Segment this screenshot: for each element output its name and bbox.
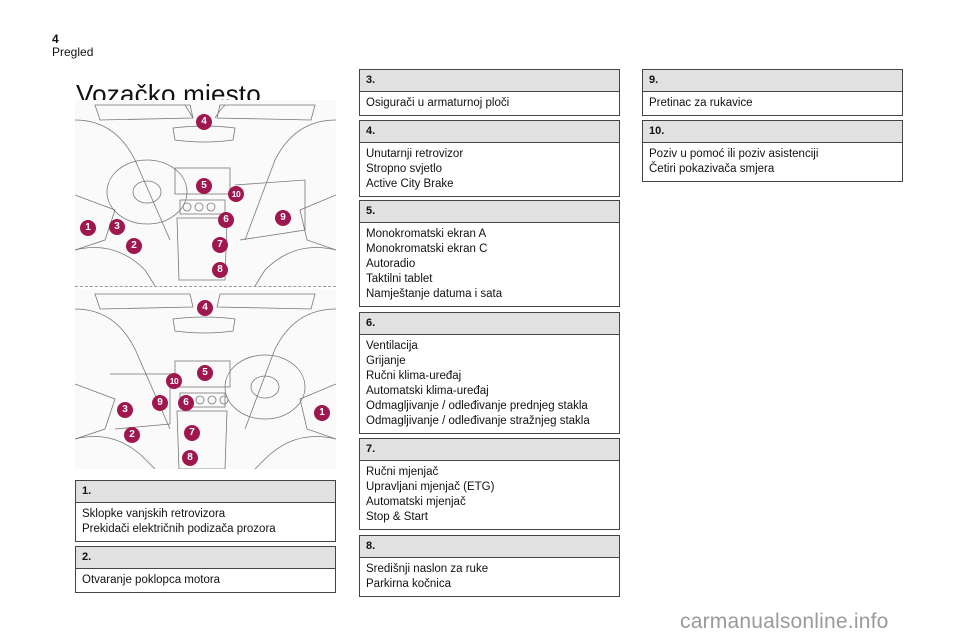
legend-number: 9.	[643, 70, 902, 92]
legend-item: Odmagljivanje / odleđivanje prednjeg sta…	[366, 400, 588, 412]
marker-1: 1	[80, 220, 96, 236]
legend-box-7: 7. Ručni mjenjač Upravljani mjenjač (ETG…	[359, 438, 620, 530]
legend-item: Taktilni tablet	[366, 273, 433, 285]
legend-item: Poziv u pomoć ili poziv asistenciji	[649, 148, 819, 160]
marker-9: 9	[152, 395, 168, 411]
section-label: Pregled	[52, 45, 94, 59]
legend-number: 7.	[360, 439, 619, 461]
rhd-cockpit-drawing	[75, 293, 336, 469]
legend-item: Automatski klima-uređaj	[366, 385, 489, 397]
marker-5: 5	[197, 365, 213, 381]
legend-item: Pretinac za rukavice	[649, 97, 753, 109]
marker-5: 5	[196, 178, 212, 194]
legend-item: Unutarnji retrovizor	[366, 148, 464, 160]
marker-4: 4	[197, 300, 213, 316]
legend-number: 1.	[76, 481, 335, 503]
marker-2: 2	[124, 427, 140, 443]
legend-item: Prekidači električnih podizača prozora	[82, 523, 276, 535]
legend-item: Stropno svjetlo	[366, 163, 443, 175]
rhd-cockpit-diagram: 4 5 10 6 9 3 1 2 7 8	[75, 289, 336, 469]
legend-item: Stop & Start	[366, 511, 429, 523]
watermark: carmanualsonline.info	[680, 610, 889, 633]
legend-item: Otvaranje poklopca motora	[82, 574, 221, 586]
legend-box-5: 5. Monokromatski ekran A Monokromatski e…	[359, 200, 620, 307]
legend-number: 6.	[360, 313, 619, 335]
marker-10: 10	[166, 373, 182, 389]
legend-number: 10.	[643, 121, 902, 143]
page-number: 4	[52, 32, 59, 46]
marker-3: 3	[109, 219, 125, 235]
legend-number: 4.	[360, 121, 619, 143]
lhd-cockpit-drawing	[75, 104, 336, 286]
legend-item: Monokromatski ekran C	[366, 243, 488, 255]
legend-item: Automatski mjenjač	[366, 496, 466, 508]
legend-number: 2.	[76, 547, 335, 569]
legend-box-6: 6. Ventilacija Grijanje Ručni klima-uređ…	[359, 312, 620, 434]
diagram-divider	[75, 286, 336, 287]
legend-item: Autoradio	[366, 258, 416, 270]
legend-item: Sklopke vanjskih retrovizora	[82, 508, 226, 520]
legend-item: Ventilacija	[366, 340, 418, 352]
legend-number: 8.	[360, 536, 619, 558]
legend-box-3: 3. Osigurači u armaturnoj ploči	[359, 69, 620, 116]
legend-number: 5.	[360, 201, 619, 223]
marker-8: 8	[182, 450, 198, 466]
marker-7: 7	[184, 425, 200, 441]
legend-box-2: 2. Otvaranje poklopca motora	[75, 546, 336, 593]
marker-6: 6	[218, 212, 234, 228]
marker-1: 1	[314, 405, 330, 421]
legend-item: Grijanje	[366, 355, 406, 367]
legend-box-4: 4. Unutarnji retrovizor Stropno svjetlo …	[359, 120, 620, 197]
legend-box-9: 9. Pretinac za rukavice	[642, 69, 903, 116]
legend-item: Monokromatski ekran A	[366, 228, 487, 240]
marker-6: 6	[178, 395, 194, 411]
marker-10: 10	[228, 186, 244, 202]
marker-7: 7	[212, 237, 228, 253]
legend-item: Osigurači u armaturnoj ploči	[366, 97, 510, 109]
legend-number: 3.	[360, 70, 619, 92]
legend-item: Namještanje datuma i sata	[366, 288, 503, 300]
lhd-cockpit-diagram: 4 5 10 6 9 1 3 2 7 8	[75, 100, 336, 286]
marker-9: 9	[275, 210, 291, 226]
legend-item: Odmagljivanje / odleđivanje stražnjeg st…	[366, 415, 590, 427]
legend-item: Ručni mjenjač	[366, 466, 439, 478]
legend-item: Ručni klima-uređaj	[366, 370, 462, 382]
legend-item: Četiri pokazivača smjera	[649, 163, 775, 175]
legend-box-8: 8. Središnji naslon za ruke Parkirna koč…	[359, 535, 620, 597]
legend-box-10: 10. Poziv u pomoć ili poziv asistenciji …	[642, 120, 903, 182]
marker-4: 4	[196, 114, 212, 130]
legend-item: Parkirna kočnica	[366, 578, 452, 590]
legend-item: Upravljani mjenjač (ETG)	[366, 481, 495, 493]
legend-item: Središnji naslon za ruke	[366, 563, 489, 575]
legend-box-1: 1. Sklopke vanjskih retrovizora Prekidač…	[75, 480, 336, 542]
marker-3: 3	[117, 402, 133, 418]
marker-8: 8	[212, 262, 228, 278]
marker-2: 2	[126, 238, 142, 254]
legend-item: Active City Brake	[366, 178, 454, 190]
